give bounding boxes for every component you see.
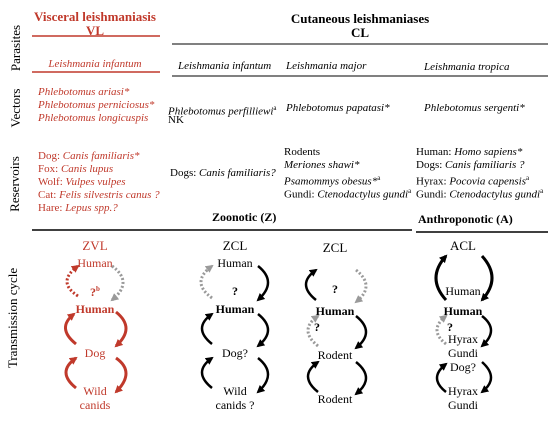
vl-reservoir-1: Fox: Canis lupus — [38, 163, 114, 175]
acl-arrow-mid-right — [480, 315, 493, 348]
cl-reservoir-major-2: Psamommys obesus*a — [284, 174, 381, 188]
zcl2-arrow-top-right — [354, 268, 368, 304]
zcl2-arrow-top-left — [304, 268, 318, 301]
zcl2-question-2: ? — [314, 320, 320, 334]
zcl1-wild-0: Wild — [223, 384, 247, 398]
zcl2-rodent-2: Rodent — [317, 392, 353, 406]
zvl-arrow-bot-left — [64, 356, 78, 390]
vl-reservoir-2: Wolf: Vulpes vulpes — [38, 176, 126, 188]
zvl-question: ?b — [90, 285, 100, 299]
cl-parasite-major: Leishmania major — [286, 60, 367, 72]
zvl-arrow-top-left — [65, 264, 80, 298]
acl-human-top: Human — [445, 284, 481, 298]
zcl2-arrow-bot-right — [354, 361, 368, 396]
vl-reservoir-0: Dog: Canis familiaris* — [38, 150, 140, 162]
vl-vector-1: Phlebotomus perniciosus* — [38, 99, 155, 111]
cl-parasite-infantum: Leishmania infantum — [178, 60, 272, 72]
zvl-arrow-mid-left — [64, 312, 77, 346]
acl-arrow-top-left — [434, 254, 448, 302]
vl-reservoir-4: Hare: Lepus spp.? — [38, 202, 118, 214]
zcl2-arrow-mid-right — [354, 315, 368, 350]
zcl1-arrow-top-right — [256, 265, 270, 302]
vl-vector-2: Phlebotomus longicuspis — [38, 112, 149, 124]
zcl2-human: Human — [315, 304, 355, 318]
vl-vector-0: Phlebotomus ariasi* — [38, 86, 130, 98]
acl-question: ? — [447, 320, 453, 334]
zcl1-arrow-bot-right — [256, 357, 270, 394]
acl-title: ACL — [450, 238, 476, 253]
zcl1-arrow-mid-right — [256, 313, 270, 348]
zcl1-human: Human — [215, 302, 255, 316]
cl-title: Cutaneous leishmaniases — [290, 11, 430, 26]
acl-host-0: Hyrax — [448, 332, 478, 346]
zcl2-rodent: Rodent — [317, 348, 353, 362]
cl-reservoir-tropica-0: Human: Homo sapiens* — [416, 146, 523, 158]
vl-reservoir-3: Cat: Felis silvestris canus ? — [38, 189, 160, 201]
zvl-title: ZVL — [82, 238, 108, 253]
cl-vector-infantum: Phlebotomus perfilliewia — [168, 104, 277, 118]
zvl-wild-0: Wild — [83, 384, 107, 398]
zcl1-arrow-top-left — [199, 264, 214, 300]
cl-reservoir-infantum: Dogs: Canis familiaris? — [170, 167, 276, 179]
zcl2-arrow-mid-left — [306, 314, 320, 348]
zvl-arrow-bot-right — [114, 356, 128, 394]
zcl1-wild-1: canids ? — [215, 398, 255, 412]
cl-reservoir-major-1: Meriones shawi* — [284, 159, 360, 171]
cl-reservoir-major-0: Rodents — [284, 146, 321, 158]
acl-human: Human — [443, 304, 483, 318]
vl-abbr: VL — [85, 23, 105, 38]
vl-title: Visceral leishmaniasis — [34, 9, 156, 24]
acl-host2-1: Gundi — [448, 398, 478, 412]
zvl-human-top: Human — [77, 256, 113, 270]
cl-reservoir-tropica-3: Gundi: Ctenodactylus gundia — [416, 187, 544, 201]
vl-parasite: Leishmania infantum — [48, 58, 142, 70]
zvl-human: Human — [75, 302, 115, 316]
acl-arrow-mid-left — [435, 314, 448, 346]
acl-arrow-bot-right — [480, 361, 493, 394]
acl-host2-0: Hyrax — [448, 384, 478, 398]
zcl2-question: ? — [332, 282, 338, 296]
zvl-wild-1: canids — [79, 398, 111, 412]
anthroponotic-heading: Anthroponotic (A) — [418, 212, 513, 226]
zvl-dog: Dog — [84, 346, 106, 360]
zcl1-dog: Dog? — [222, 346, 248, 360]
acl-arrow-top-right — [480, 254, 494, 302]
cl-reservoir-tropica-2: Hyrax: Pocovia capensisa — [416, 174, 530, 188]
cl-parasite-tropica: Leishmania tropica — [424, 61, 510, 73]
zcl1-title: ZCL — [222, 238, 248, 253]
acl-arrow-bot-left — [435, 362, 448, 393]
zcl1-arrow-bot-left — [200, 356, 214, 389]
zcl1-question: ? — [232, 284, 238, 298]
zvl-arrow-top-right — [110, 264, 125, 302]
cl-abbr: CL — [350, 25, 370, 40]
zcl2-arrow-bot-left — [306, 360, 320, 393]
zvl-arrow-mid-right — [114, 310, 128, 348]
zcl2-title: ZCL — [322, 240, 348, 255]
zcl1-arrow-mid-left — [200, 312, 214, 345]
cl-vector-infantum-note: NK — [168, 114, 184, 126]
zcl1-human-top: Human — [217, 256, 253, 270]
zoonotic-heading: Zoonotic (Z) — [212, 210, 277, 224]
cl-reservoir-tropica-1: Dogs: Canis familiaris ? — [416, 159, 525, 171]
acl-host-1: Gundi — [448, 346, 478, 360]
acl-host-2: Dog? — [450, 360, 476, 374]
cl-vector-tropica: Phlebotomus sergenti* — [424, 102, 525, 114]
cl-reservoir-major-3: Gundi: Ctenodactylus gundia — [284, 187, 412, 201]
cl-vector-major: Phlebotomus papatasi* — [286, 102, 390, 114]
